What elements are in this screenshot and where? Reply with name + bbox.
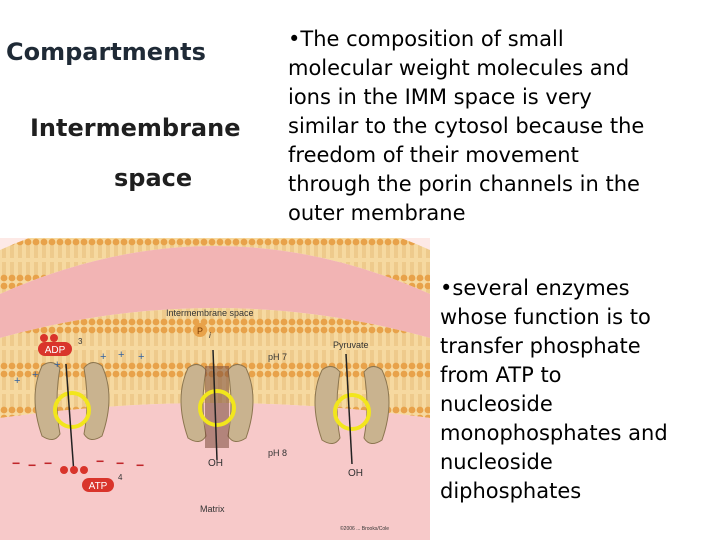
svg-text:−: − [12, 455, 20, 471]
atp-molecule: ATP 4 [60, 466, 123, 492]
transporter-3 [314, 353, 390, 465]
outer-membrane [0, 238, 430, 294]
svg-text:+: + [138, 351, 144, 363]
ring-icon [53, 391, 91, 429]
heading-space: space [114, 164, 193, 192]
atp-label: ATP [89, 481, 108, 492]
para2-line: from ATP to [440, 363, 562, 387]
negative-charges: −−− −−− [12, 453, 144, 473]
hydroxide-label: OH [348, 468, 363, 479]
positive-charges: + + + + + + [14, 349, 144, 387]
para2-line: nucleoside [440, 392, 553, 416]
ring-icon [198, 389, 236, 427]
heading-compartments: Compartments [6, 38, 206, 66]
para2-line: diphosphates [440, 479, 582, 503]
svg-text:+: + [32, 369, 38, 381]
adp-charge: 3 [78, 337, 83, 346]
matrix-label: Matrix [200, 504, 225, 514]
svg-text:+: + [118, 349, 124, 361]
svg-text:−: − [44, 455, 52, 471]
para1-line: •The composition of small [288, 27, 564, 51]
paragraph-enzymes: •several enzymes whose function is to tr… [440, 274, 720, 506]
hydroxide-label: OH [208, 458, 223, 469]
adp-molecule: ADP 3 [38, 334, 83, 356]
ph7-label: pH 7 [268, 352, 287, 362]
copyright-text: ©2006 ... Brooks/Cole [340, 525, 389, 532]
para1-line: through the porin channels in the [288, 172, 640, 196]
para1-line: outer membrane [288, 201, 466, 225]
svg-text:−: − [116, 455, 124, 471]
para1-line: molecular weight molecules and [288, 56, 630, 80]
para2-line: transfer phosphate [440, 334, 641, 358]
atp-charge: 4 [118, 473, 123, 482]
para1-line: freedom of their movement [288, 143, 579, 167]
pi-label: P [197, 326, 203, 336]
svg-text:+: + [100, 351, 106, 363]
phosphate-molecule: P i [193, 323, 211, 340]
transporter-2 [180, 349, 254, 461]
ph8-label: pH 8 [268, 448, 287, 458]
ring-icon [333, 393, 371, 431]
svg-text:−: − [28, 457, 36, 473]
heading-intermembrane: Intermembrane [30, 114, 241, 142]
mitochondrial-membrane-diagram: +++ +++ −−− −−− ADP 3 ATP 4 P i Intermem… [0, 238, 430, 540]
pi-sub-label: i [209, 331, 211, 340]
paragraph-composition: •The composition of small molecular weig… [288, 25, 718, 228]
adp-label: ADP [45, 345, 66, 356]
pyruvate-label: Pyruvate [333, 340, 369, 350]
para2-line: monophosphates and [440, 421, 668, 445]
svg-text:−: − [136, 457, 144, 473]
para1-line: similar to the cytosol because the [288, 114, 645, 138]
intermembrane-label: Intermembrane space [166, 308, 254, 318]
svg-text:−: − [96, 453, 104, 469]
para2-line: •several enzymes [440, 276, 630, 300]
svg-text:+: + [14, 375, 20, 387]
para2-line: whose function is to [440, 305, 651, 329]
para1-line: ions in the IMM space is very [288, 85, 592, 109]
svg-text:+: + [54, 359, 60, 371]
transporter-1 [34, 362, 110, 475]
intermembrane-region [0, 246, 430, 338]
para2-line: nucleoside [440, 450, 553, 474]
